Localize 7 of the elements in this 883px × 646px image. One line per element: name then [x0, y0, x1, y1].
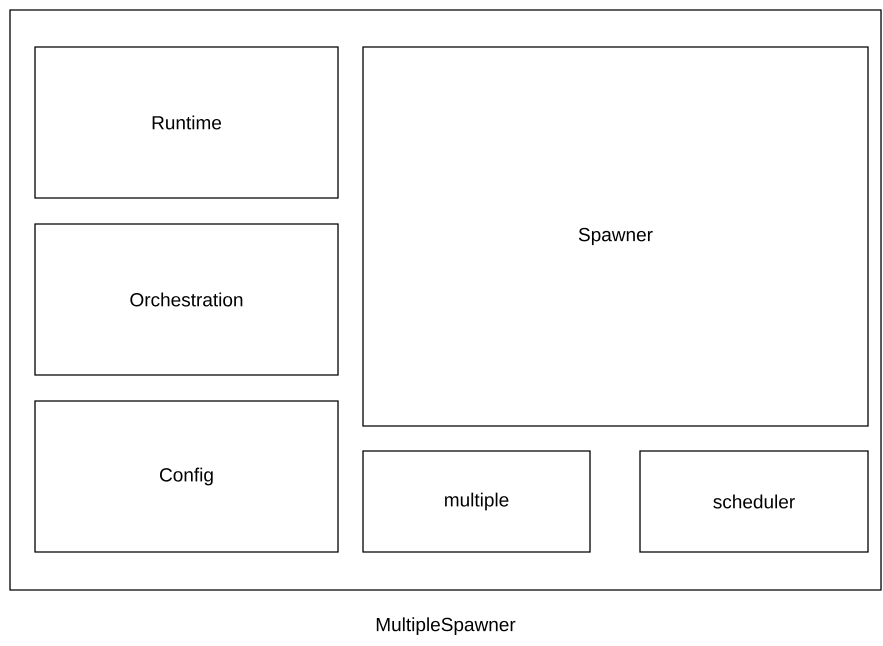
container-label: MultipleSpawner: [376, 617, 516, 635]
component-box: multiple: [362, 450, 591, 553]
component-box: scheduler: [639, 450, 869, 553]
component-box: Orchestration: [34, 223, 339, 376]
component-box: Config: [34, 400, 339, 553]
component-box: Runtime: [34, 46, 339, 199]
component-box: Spawner: [362, 46, 869, 427]
